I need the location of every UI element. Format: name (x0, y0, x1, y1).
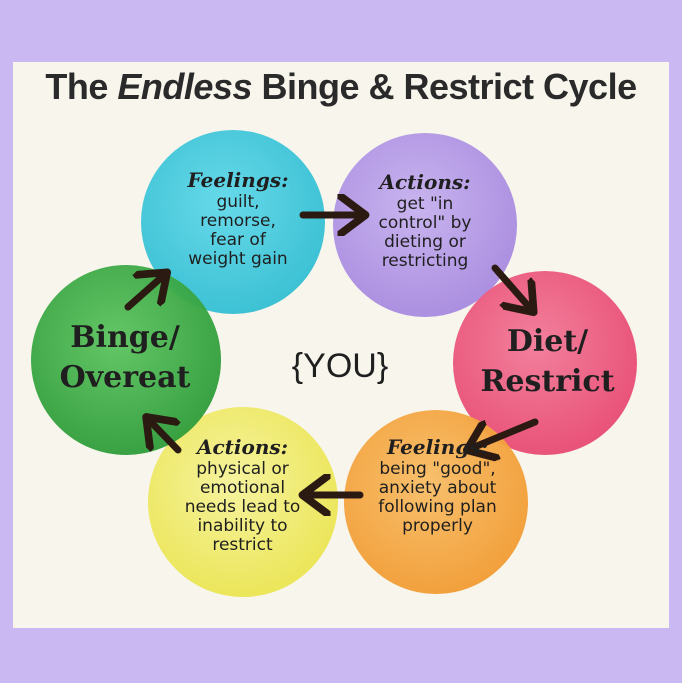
title-suffix: Binge & Restrict Cycle (261, 66, 637, 107)
actions-top-text: Actions: get "in control" by dieting or … (355, 170, 495, 271)
feelings-bottom-line: following plan (378, 497, 497, 517)
actions-top-line: get "in (396, 194, 454, 214)
binge-overeat-label: Binge/ Overeat (50, 318, 200, 398)
actions-top-line: dieting or (384, 232, 466, 252)
title-emphasis: Endless (117, 66, 252, 107)
arrow-binge-to-feelings (124, 276, 163, 311)
actions-bottom-line: needs lead to (184, 497, 301, 517)
feelings-bottom-line: properly (402, 516, 473, 536)
feelings-bottom-text: Feelings: being "good", anxiety about fo… (360, 435, 515, 536)
actions-bottom-text: Actions: physical or emotional needs lea… (165, 435, 320, 555)
actions-top-line: restricting (381, 251, 469, 271)
feelings-bottom-line: anxiety about (378, 478, 497, 498)
actions-bottom-line: emotional (199, 478, 286, 498)
feelings-top-line: guilt, (216, 192, 260, 212)
diet-restrict-label: Diet/ Restrict (480, 322, 615, 402)
arrow-actions-to-diet (491, 264, 530, 308)
feelings-top-circle (141, 130, 325, 314)
actions-top-line: control" by (378, 213, 472, 233)
feelings-top-text: Feelings: guilt, remorse, fear of weight… (168, 168, 308, 269)
title-prefix: The (45, 66, 108, 107)
actions-top-circle (333, 133, 517, 317)
actions-bottom-line: inability to (197, 516, 288, 536)
actions-bottom-circle (148, 407, 338, 597)
binge-overeat-line: Binge/ (70, 320, 180, 355)
feelings-bottom-heading: Feelings: (387, 435, 488, 459)
center-you-label: {YOU} (291, 347, 389, 385)
diet-restrict-line: Restrict (480, 364, 615, 399)
diagram-title: The Endless Binge & Restrict Cycle (13, 66, 669, 108)
binge-overeat-line: Overeat (59, 360, 191, 395)
actions-top-heading: Actions: (379, 170, 471, 194)
feelings-top-line: weight gain (188, 249, 288, 269)
binge-overeat-circle (31, 265, 221, 455)
actions-bottom-line: restrict (212, 535, 273, 555)
feelings-top-line: remorse, (200, 211, 276, 231)
arrow-diet-to-feelings (472, 418, 539, 448)
feelings-top-line: fear of (210, 230, 266, 250)
diet-restrict-circle (453, 271, 637, 455)
feelings-bottom-line: being "good", (379, 459, 496, 479)
arrow-actions-to-binge (150, 421, 182, 454)
actions-bottom-line: physical or (196, 459, 289, 479)
actions-bottom-heading: Actions: (196, 435, 289, 459)
diet-restrict-line: Diet/ (506, 324, 589, 359)
feelings-top-heading: Feelings: (187, 168, 289, 192)
